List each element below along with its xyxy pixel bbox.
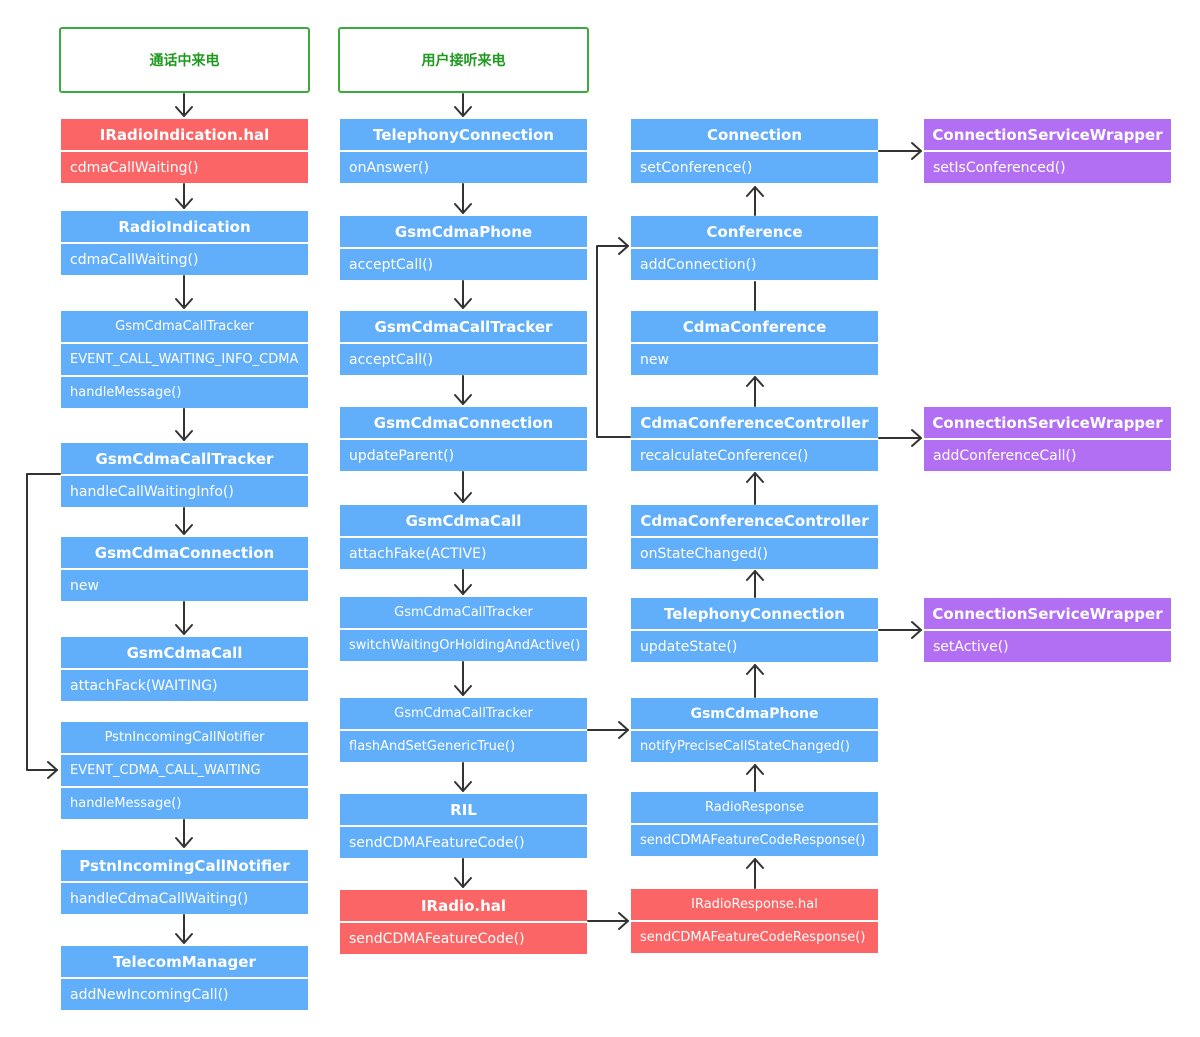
csw-active-method: setActive(): [924, 631, 1171, 662]
telecom-manager-title: TelecomManager: [61, 946, 308, 977]
pstn-notifier-msg-title: PstnIncomingCallNotifier: [61, 722, 308, 753]
arrow-iradio-to-iradio-response: [587, 912, 629, 930]
arrow-c1-notifier-cdma-to-telecom: [175, 914, 193, 944]
telecom-manager-method: addNewIncomingCall(): [61, 979, 308, 1010]
cdma-conference-title: CdmaConference: [631, 311, 878, 342]
arrow-c2-ril-to-iradio: [454, 858, 472, 888]
arrow-c2-call-to-switch: [454, 569, 472, 595]
radio-response-title: RadioResponse: [631, 792, 878, 823]
iradio-response-hal-title: IRadioResponse.hal: [631, 889, 878, 920]
start-node-user-answer: 用户接听来电: [338, 27, 589, 93]
telephony-connection-answer-title: TelephonyConnection: [340, 119, 587, 150]
telephony-connection-update-method: updateState(): [631, 631, 878, 662]
arrow-c2-start-to-telephony: [454, 93, 472, 117]
cdma-conf-controller-state-method: onStateChanged(): [631, 538, 878, 569]
start-node-call-waiting: 通话中来电: [59, 27, 310, 93]
gsm-cdma-call-tracker-accept-method: acceptCall(): [340, 344, 587, 375]
arrow-c1-connection-to-call: [175, 601, 193, 635]
radio-indication-method: cdmaCallWaiting(): [61, 244, 308, 275]
telephony-connection-answer-method: onAnswer(): [340, 152, 587, 183]
iradio-hal-title: IRadio.hal: [340, 890, 587, 921]
ril-title: RIL: [340, 794, 587, 825]
gsm-cdma-phone-notify-method: notifyPreciseCallStateChanged(): [631, 731, 878, 762]
arrow-c1-notifier-to-notifier-cdma: [175, 819, 193, 848]
pstn-notifier-msg-event: EVENT_CDMA_CALL_WAITING: [61, 755, 308, 786]
arrow-connection-to-csw-conferenced: [878, 142, 922, 160]
arrow-telephony-to-csw-active: [878, 621, 922, 639]
radio-indication-title: RadioIndication: [61, 211, 308, 242]
csw-conferenced-method: setIsConferenced(): [924, 152, 1171, 183]
connection-title: Connection: [631, 119, 878, 150]
arrow-c3-radio-response-to-phone: [746, 764, 764, 792]
gsm-cdma-phone-accept-title: GsmCdmaPhone: [340, 216, 587, 247]
arrow-c2-switch-to-flash: [454, 661, 472, 696]
telephony-connection-update-title: TelephonyConnection: [631, 598, 878, 629]
arrow-c3-bracket-controller-to-conference: [596, 237, 631, 438]
arrow-c2-tracker-to-connection: [454, 375, 472, 405]
iradio-hal-method: sendCDMAFeatureCode(): [340, 923, 587, 954]
arrow-c3-phone-to-telephony: [746, 664, 764, 698]
gsm-cdma-call-tracker-flash-title: GsmCdmaCallTracker: [340, 698, 587, 729]
ril-method: sendCDMAFeatureCode(): [340, 827, 587, 858]
gsm-cdma-call-tracker-info-title: GsmCdmaCallTracker: [61, 443, 308, 474]
csw-add-conference-method: addConferenceCall(): [924, 440, 1171, 471]
arrow-c1-radio-indication-to-tracker: [175, 275, 193, 309]
arrow-c3-telephony-to-state: [746, 570, 764, 598]
iradio-indication-hal-title: IRadioIndication.hal: [61, 119, 308, 150]
arrow-c1-tracker-info-to-connection: [175, 507, 193, 535]
arrow-c1-iradio-to-radio-indication: [175, 183, 193, 209]
cdma-conference-method: new: [631, 344, 878, 375]
gsm-cdma-call-waiting-method: attachFack(WAITING): [61, 670, 308, 701]
cdma-conf-controller-state-title: CdmaConferenceController: [631, 505, 878, 536]
cdma-conf-controller-recalc-method: recalculateConference(): [631, 440, 878, 471]
arrow-c1-tracker-to-tracker-info: [175, 408, 193, 441]
conference-title: Conference: [631, 216, 878, 247]
arrow-c3-controller-to-cdma-conference: [746, 376, 764, 407]
gsm-cdma-phone-accept-method: acceptCall(): [340, 249, 587, 280]
gsm-cdma-call-tracker-msg-method: handleMessage(): [61, 377, 308, 408]
gsm-cdma-connection-update-title: GsmCdmaConnection: [340, 407, 587, 438]
iradio-response-hal-method: sendCDMAFeatureCodeResponse(): [631, 922, 878, 953]
csw-add-conference-title: ConnectionServiceWrapper: [924, 407, 1171, 438]
gsm-cdma-connection-new-title: GsmCdmaConnection: [61, 537, 308, 568]
cdma-conf-controller-recalc-title: CdmaConferenceController: [631, 407, 878, 438]
arrow-c1-bracket-tracker-to-notifier: [26, 473, 61, 779]
gsm-cdma-call-waiting-title: GsmCdmaCall: [61, 637, 308, 668]
gsm-cdma-call-tracker-switch-method: switchWaitingOrHoldingAndActive(): [340, 630, 587, 661]
arrow-c1-start-to-iradio: [175, 93, 193, 117]
conference-method: addConnection(): [631, 249, 878, 280]
connection-method: setConference(): [631, 152, 878, 183]
gsm-cdma-call-tracker-info-method: handleCallWaitingInfo(): [61, 476, 308, 507]
gsm-cdma-call-tracker-msg-title: GsmCdmaCallTracker: [61, 311, 308, 342]
gsm-cdma-call-tracker-flash-method: flashAndSetGenericTrue(): [340, 731, 587, 762]
arrow-controller-to-csw-add-conference: [878, 429, 922, 447]
arrow-c3-conference-to-connection: [746, 186, 764, 216]
arrow-flash-to-gsm-cdma-phone: [587, 721, 629, 739]
pstn-notifier-cdma-title: PstnIncomingCallNotifier: [61, 850, 308, 881]
pstn-notifier-msg-method: handleMessage(): [61, 788, 308, 819]
radio-response-method: sendCDMAFeatureCodeResponse(): [631, 825, 878, 856]
iradio-indication-hal-method: cdmaCallWaiting(): [61, 152, 308, 183]
gsm-cdma-call-tracker-msg-event: EVENT_CALL_WAITING_INFO_CDMA: [61, 344, 308, 375]
arrow-c2-telephony-to-phone: [454, 183, 472, 214]
arrow-c2-phone-to-tracker: [454, 280, 472, 309]
arrow-c2-flash-to-ril: [454, 762, 472, 792]
gsm-cdma-call-tracker-accept-title: GsmCdmaCallTracker: [340, 311, 587, 342]
arrow-c3-iradio-response-to-radio-response: [746, 858, 764, 889]
gsm-cdma-call-tracker-switch-title: GsmCdmaCallTracker: [340, 597, 587, 628]
gsm-cdma-connection-update-method: updateParent(): [340, 440, 587, 471]
gsm-cdma-call-active-title: GsmCdmaCall: [340, 505, 587, 536]
gsm-cdma-phone-notify-title: GsmCdmaPhone: [631, 698, 878, 729]
pstn-notifier-cdma-method: handleCdmaCallWaiting(): [61, 883, 308, 914]
arrow-c2-connection-to-call: [454, 471, 472, 503]
csw-active-title: ConnectionServiceWrapper: [924, 598, 1171, 629]
csw-conferenced-title: ConnectionServiceWrapper: [924, 119, 1171, 150]
gsm-cdma-connection-new-method: new: [61, 570, 308, 601]
gsm-cdma-call-active-method: attachFake(ACTIVE): [340, 538, 587, 569]
arrow-c3-state-to-controller: [746, 472, 764, 505]
